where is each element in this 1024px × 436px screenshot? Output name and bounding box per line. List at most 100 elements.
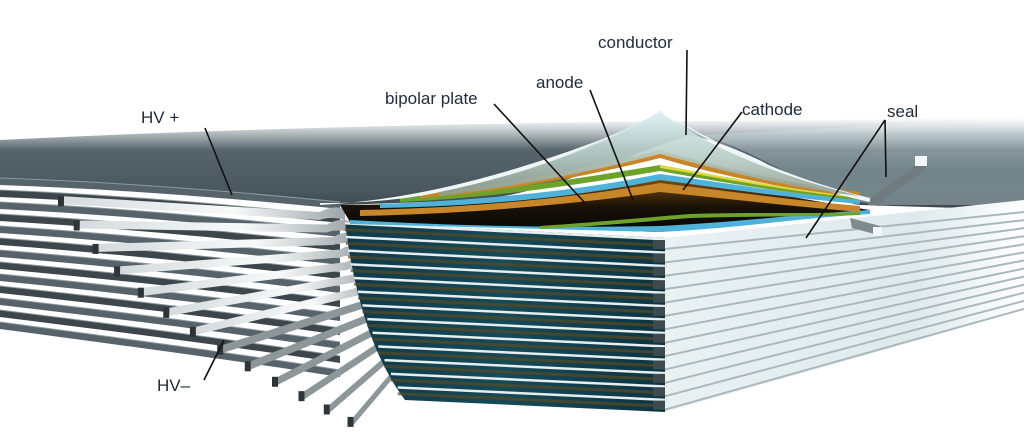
separator-layer-mid	[380, 174, 860, 208]
lead-bar	[250, 307, 399, 370]
lead-end	[92, 243, 99, 254]
left-layer-edge	[0, 309, 341, 357]
label-anode: anode	[536, 73, 583, 92]
anode-band	[384, 364, 665, 381]
anode-band	[350, 269, 665, 288]
seal-bar-upper	[868, 160, 928, 206]
lead-end	[57, 196, 64, 207]
stack-front-face	[345, 222, 665, 412]
lead-end	[189, 326, 196, 337]
plate-edge	[345, 222, 665, 241]
lead-end	[272, 376, 279, 387]
plate-end-cap	[653, 266, 665, 276]
lead-end	[298, 391, 305, 402]
plate-edge	[397, 386, 665, 402]
leader-lines	[203, 49, 887, 381]
lead-end	[163, 307, 170, 318]
plate-edge	[354, 276, 665, 295]
leader-hv-minus	[203, 339, 225, 381]
left-layer-edge	[0, 297, 341, 343]
conductor-body	[440, 112, 860, 196]
plate-end-cap	[653, 387, 665, 397]
leader-bipolar-plate	[493, 103, 586, 204]
seal-bars	[850, 156, 928, 236]
label-hv-minus: HV–	[157, 376, 191, 395]
left-layer-edge	[0, 177, 341, 203]
anode-band	[354, 282, 665, 301]
anode-band	[345, 228, 665, 247]
lead-end	[217, 344, 224, 355]
anode-band	[362, 310, 665, 328]
leader-hv-plus	[204, 127, 233, 196]
left-layer	[0, 310, 340, 363]
cathode-layer-high	[400, 165, 860, 202]
plate-end-cap	[653, 333, 665, 343]
lead-end	[347, 416, 354, 427]
plate-edge	[362, 304, 665, 321]
lead-end	[73, 220, 80, 231]
anode-band	[390, 378, 665, 395]
left-layer	[0, 250, 340, 293]
plate-edge	[345, 235, 665, 254]
left-layer	[0, 274, 340, 321]
lead-bar	[79, 219, 352, 233]
right-plate-gap	[665, 307, 1024, 411]
right-plate-gap	[665, 235, 1024, 291]
anode-band	[345, 241, 665, 261]
lead-bar	[223, 294, 392, 353]
seal-bar-upper-end	[915, 156, 927, 166]
anode-band	[378, 351, 665, 368]
leader-seal-a	[805, 119, 886, 239]
right-plate-gap	[665, 219, 1024, 264]
left-layer	[0, 238, 340, 279]
right-plate-gap	[665, 211, 1024, 250]
left-layer-edge	[0, 321, 341, 371]
separator-layer-low	[350, 210, 870, 232]
lead-bar	[98, 232, 359, 252]
label-conductor: conductor	[598, 33, 673, 52]
lead-bar	[169, 269, 379, 316]
anode-layer-mid	[360, 183, 860, 216]
right-plate-gap	[665, 227, 1024, 277]
leader-cathode	[682, 111, 743, 191]
leader-conductor	[685, 49, 688, 136]
plate-edge	[378, 345, 665, 361]
lead-bar	[63, 196, 346, 220]
right-plate-gap	[665, 243, 1024, 304]
left-layer-edge	[0, 237, 341, 273]
anode-band	[358, 296, 665, 314]
anode-band	[397, 392, 665, 408]
label-cathode: cathode	[742, 100, 803, 119]
lead-bar	[143, 257, 372, 296]
leader-seal-b	[884, 119, 887, 178]
plate-edge	[384, 358, 665, 375]
right-plate-gap	[665, 283, 1024, 371]
lead-end	[114, 266, 121, 277]
anode-layer-high	[420, 150, 860, 198]
peeled-layers	[320, 110, 870, 232]
label-bipolar-plate: bipolar plate	[385, 89, 478, 108]
top-plate-right	[700, 118, 1024, 205]
right-plate-gap	[665, 259, 1024, 331]
lead-bar	[195, 282, 385, 335]
plate-end-cap	[653, 347, 665, 357]
plate-end-cap	[653, 400, 665, 410]
leader-anode	[589, 89, 634, 201]
anode-band	[348, 255, 665, 274]
left-layer	[0, 178, 340, 209]
callout-labels: HV + HV– bipolar plate anode conductor c…	[141, 33, 918, 395]
plate-edge	[350, 263, 665, 281]
plate-edge	[372, 331, 665, 348]
lead-end	[323, 404, 330, 415]
right-plate-gap	[665, 267, 1024, 344]
lead-end	[137, 287, 144, 298]
right-plate-gap	[665, 275, 1024, 358]
left-layer	[0, 202, 340, 237]
plate-end-cap	[653, 320, 665, 330]
right-plate-gap	[665, 251, 1024, 317]
plate-edge	[358, 290, 665, 308]
plate-edge	[348, 249, 665, 268]
plate-end-cap	[653, 293, 665, 303]
plate-end-cap	[653, 306, 665, 316]
